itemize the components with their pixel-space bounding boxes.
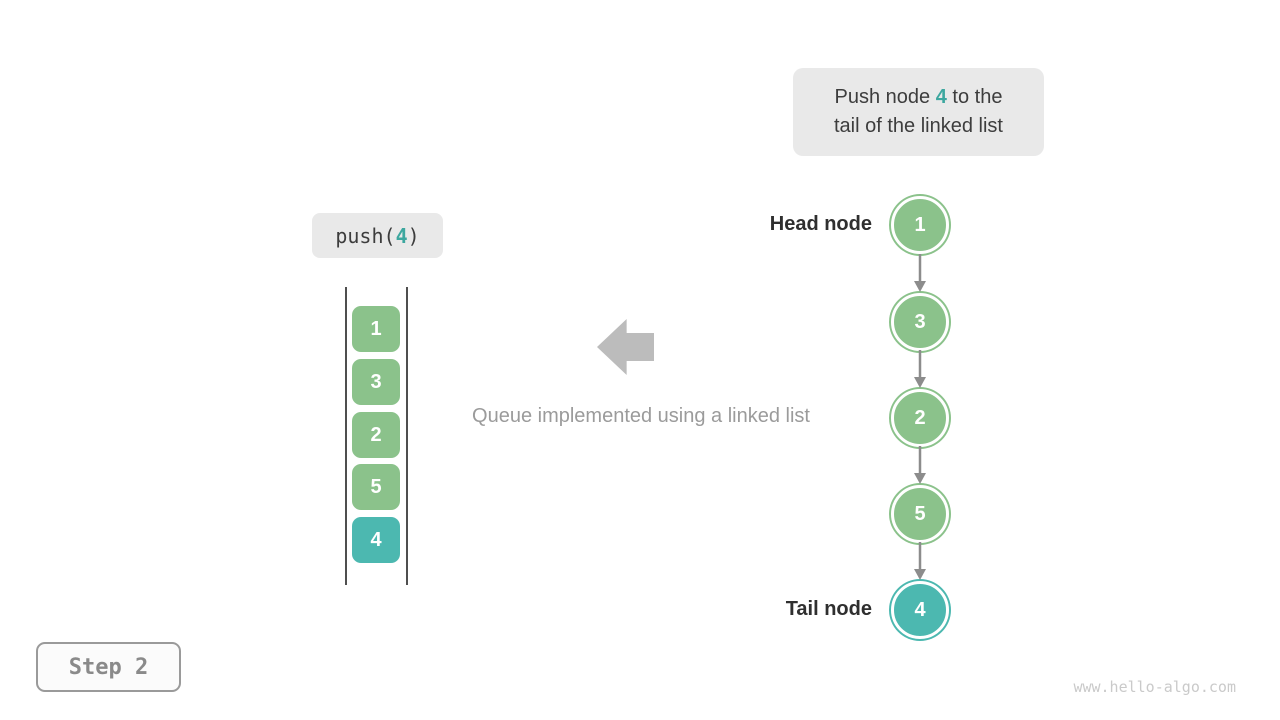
callout-text: to the: [946, 86, 1003, 108]
linked-list-node: 2: [891, 389, 949, 447]
node-link-arrow-icon: [914, 350, 926, 388]
node-link-arrow-icon: [914, 542, 926, 580]
linked-list-node: 1: [891, 196, 949, 254]
push-operation-box: push(4): [312, 213, 443, 258]
operation-code: push(: [335, 223, 396, 248]
queue-rail-right: [406, 287, 408, 585]
node-link-arrow-icon: [914, 254, 926, 292]
diagram-caption: Queue implemented using a linked list: [472, 405, 810, 427]
callout-text: Push node: [834, 86, 936, 108]
callout-bubble: Push node 4 to the tail of the linked li…: [793, 68, 1044, 156]
queue-item: 2: [352, 412, 400, 458]
queue-item: 1: [352, 306, 400, 352]
tail-node-label: Tail node: [785, 598, 872, 620]
callout-line-1: Push node 4 to the: [835, 83, 1003, 112]
queue-rail-left: [345, 287, 347, 585]
step-badge: Step 2: [36, 642, 181, 692]
callout-line-2: tail of the linked list: [834, 115, 1003, 137]
head-node-label: Head node: [769, 213, 872, 235]
operation-arg: 4: [395, 223, 408, 248]
queue-item: 3: [352, 359, 400, 405]
node-link-arrow-icon: [914, 446, 926, 484]
linked-list-node: 3: [891, 293, 949, 351]
operation-code: ): [407, 223, 420, 248]
callout-highlight-value: 4: [935, 86, 947, 108]
queue-item: 4: [352, 517, 400, 563]
watermark-url: www.hello-algo.com: [1073, 678, 1236, 696]
linked-list-node: 4: [891, 581, 949, 639]
linked-list-node: 5: [891, 485, 949, 543]
left-block-arrow-icon: [597, 319, 654, 375]
step-label: Step 2: [68, 654, 149, 680]
queue-item: 5: [352, 464, 400, 510]
